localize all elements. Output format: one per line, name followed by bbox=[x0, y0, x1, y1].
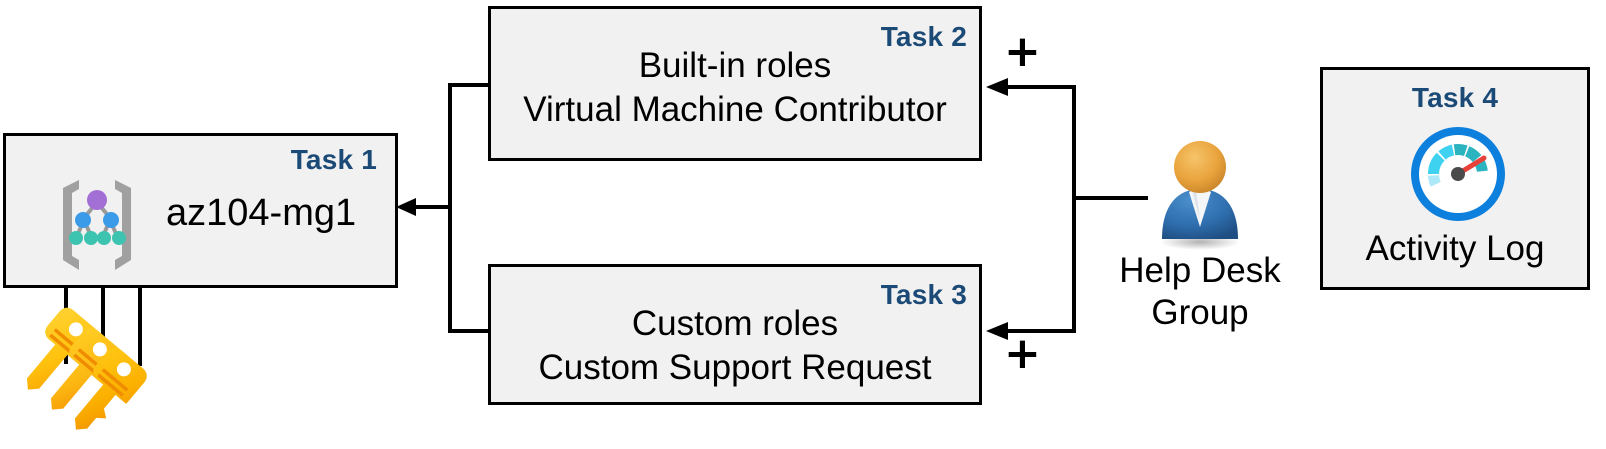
plus-sign-task2: + bbox=[1004, 26, 1041, 77]
task-1-text: az104-mg1 bbox=[166, 192, 357, 234]
task-4-label: Task 4 bbox=[1411, 82, 1499, 113]
connector-right-bracket-vertical bbox=[1072, 85, 1076, 333]
task-3-box[interactable]: Task 3 Custom roles Custom Support Reque… bbox=[488, 264, 982, 405]
plus-sign-task3: + bbox=[1004, 328, 1041, 379]
management-group-icon bbox=[63, 180, 131, 270]
connector-helpdesk-line bbox=[1076, 196, 1148, 200]
connector-right-bracket-top-stub bbox=[1006, 85, 1076, 89]
connector-to-task1-line bbox=[412, 205, 450, 209]
task-2-line-1: Built-in roles bbox=[638, 46, 832, 85]
helpdesk-caption-line-2: Group bbox=[1151, 293, 1249, 332]
helpdesk-caption-line-1: Help Desk bbox=[1119, 251, 1281, 290]
arrowhead-to-task3 bbox=[986, 322, 1008, 340]
connector-right-bracket-bottom-stub bbox=[1006, 329, 1076, 333]
task-2-box[interactable]: Task 2 Built-in roles Virtual Machine Co… bbox=[488, 6, 982, 161]
task-4-text: Activity Log bbox=[1365, 229, 1545, 268]
task-3-label: Task 3 bbox=[880, 279, 967, 310]
arrowhead-to-task1 bbox=[396, 198, 416, 216]
task-4-box[interactable]: Task 4 Activity Log bbox=[1320, 67, 1590, 290]
task-1-box[interactable]: Task 1 az104-mg1 bbox=[3, 133, 398, 288]
task-2-label: Task 2 bbox=[880, 21, 967, 52]
task-2-line-2: Virtual Machine Contributor bbox=[523, 90, 947, 129]
connector-left-bracket-bottom-stub bbox=[448, 329, 490, 333]
user-group-icon bbox=[1160, 141, 1240, 250]
keys-icon bbox=[26, 307, 147, 430]
task-3-line-2: Custom Support Request bbox=[538, 348, 932, 387]
arrowhead-to-task2 bbox=[986, 78, 1008, 96]
task-1-label: Task 1 bbox=[290, 144, 377, 175]
connector-left-bracket-vertical bbox=[448, 83, 452, 333]
connector-left-bracket-top-stub bbox=[448, 83, 490, 87]
task-3-line-1: Custom roles bbox=[631, 304, 839, 343]
activity-log-gauge-icon bbox=[1411, 127, 1505, 221]
